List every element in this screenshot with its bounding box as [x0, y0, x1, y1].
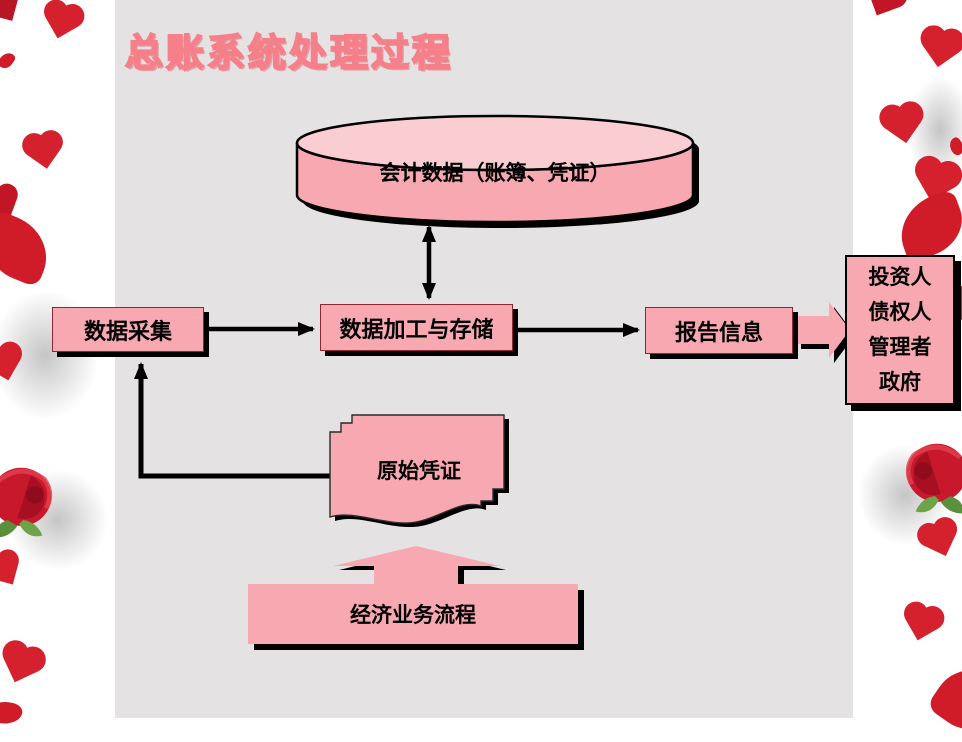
- box-data-collection: 数据采集: [52, 307, 204, 352]
- petal-icon: [925, 655, 962, 742]
- users-line-managers: 管理者: [868, 335, 932, 359]
- rose-icon: [905, 443, 962, 514]
- heart-icon: [3, 647, 39, 683]
- heart-icon: [45, 5, 79, 39]
- data-collection-label: 数据采集: [83, 318, 172, 344]
- box-data-processing: 数据加工与存储: [320, 304, 513, 351]
- data-processing-label: 数据加工与存储: [339, 316, 494, 342]
- petal-icon: [0, 699, 24, 727]
- report-info-label: 报告信息: [674, 319, 763, 345]
- rose-icon: [0, 467, 53, 538]
- box-report-info: 报告信息: [645, 307, 793, 354]
- heart-icon: [27, 135, 61, 169]
- business-process-label: 经济业务流程: [350, 603, 476, 627]
- users-line-government: 政府: [879, 370, 921, 394]
- users-line-creditors: 债权人: [868, 300, 932, 324]
- box-business-process: 经济业务流程: [248, 584, 578, 644]
- heart-icon: [905, 607, 939, 641]
- heart-icon: [868, 0, 900, 16]
- petal-icon: [0, 49, 17, 72]
- users-line-investors: 投资人: [868, 265, 932, 289]
- page-title: 总账系统处理过程: [124, 32, 454, 76]
- heart-icon: [0, 0, 19, 21]
- box-information-users: 投资人 债权人 管理者 政府: [845, 255, 955, 405]
